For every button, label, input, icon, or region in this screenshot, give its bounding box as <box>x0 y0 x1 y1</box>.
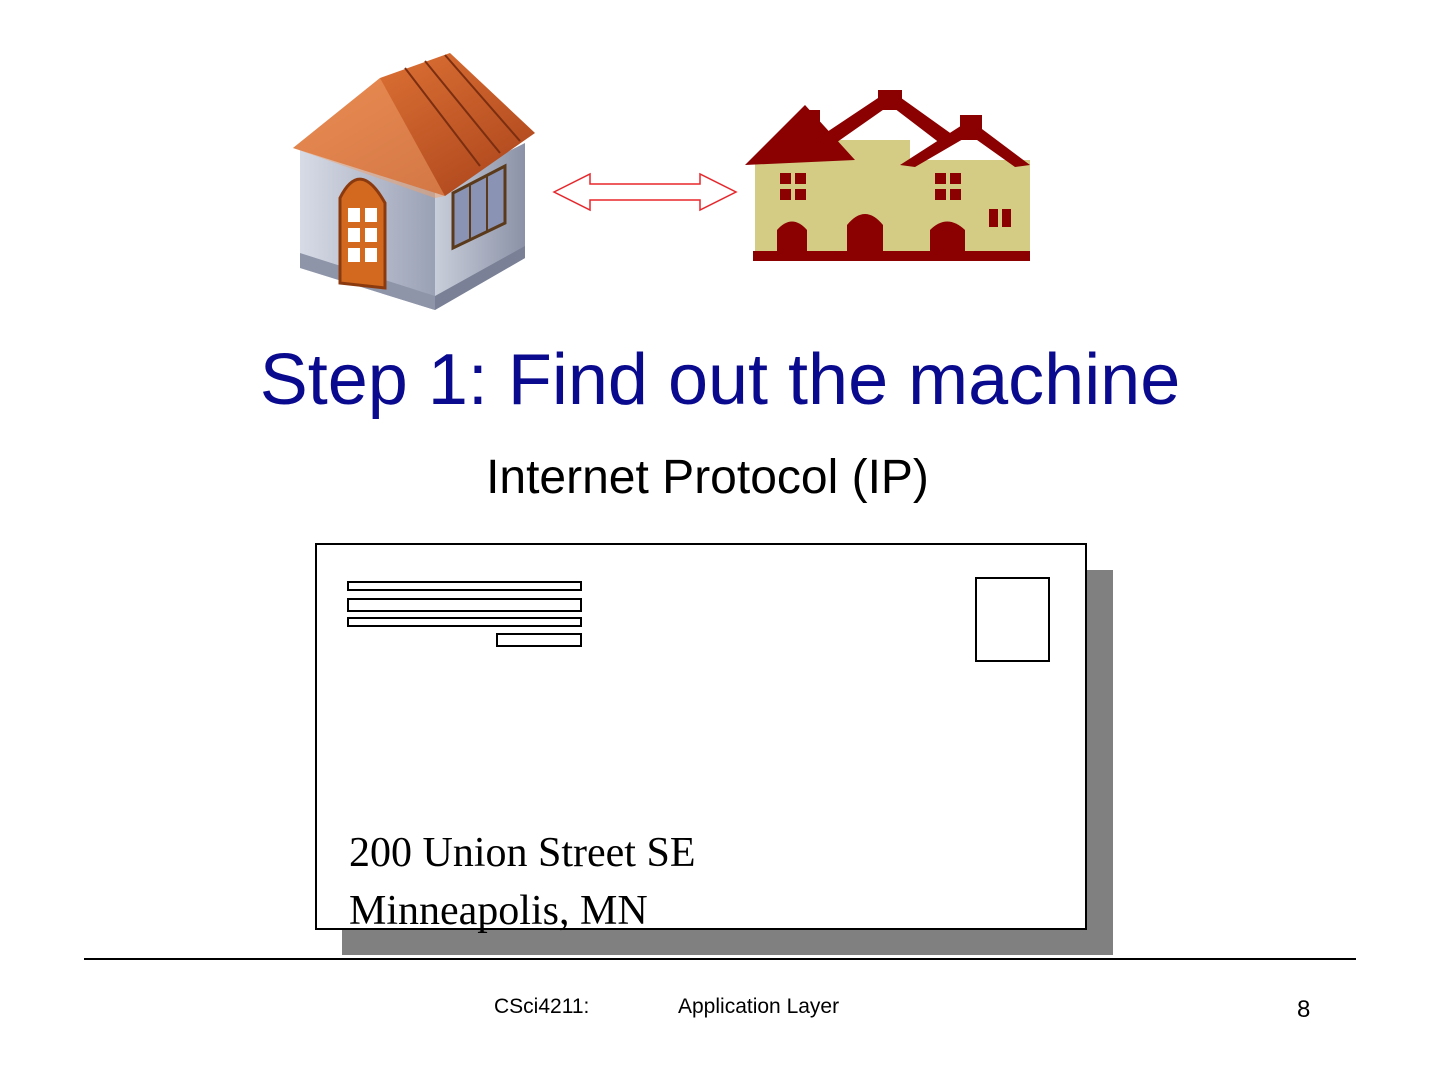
footer-divider <box>84 958 1356 960</box>
address-line: Minneapolis, MN <box>349 888 648 934</box>
return-address-line <box>347 617 582 627</box>
footer-topic: Application Layer <box>678 995 840 1018</box>
page-number: 8 <box>1297 996 1311 1023</box>
address-line: 200 Union Street SE <box>349 830 696 876</box>
double-arrow-icon <box>552 172 738 212</box>
neighborhood-icon <box>745 90 1030 261</box>
footer-course: CSci4211: <box>494 995 590 1018</box>
stamp-box <box>975 577 1050 662</box>
mailing-address: 200 Union Street SE Minneapolis, MN <box>349 824 949 940</box>
return-address-line <box>347 598 582 612</box>
return-address-line <box>347 581 582 591</box>
slide-title: Step 1: Find out the machine <box>259 340 1181 420</box>
house-icon <box>293 53 535 310</box>
slide-subtitle: Internet Protocol (IP) <box>486 451 929 504</box>
return-address-line <box>496 633 582 647</box>
